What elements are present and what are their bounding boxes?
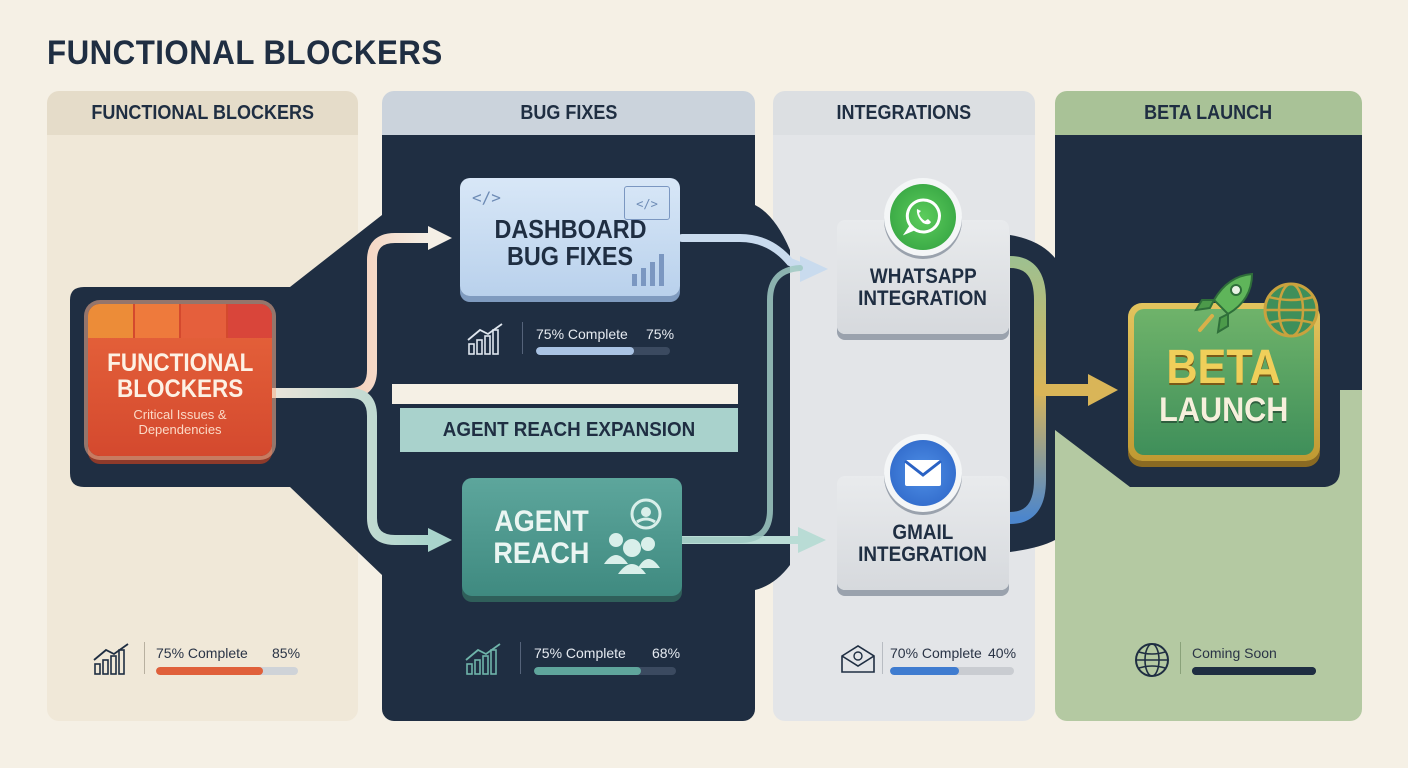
- agent-reach-banner: AGENT REACH EXPANSION: [442, 418, 696, 441]
- progress-blockers-label: 75% Complete: [156, 645, 248, 661]
- blockers-node[interactable]: FUNCTIONAL BLOCKERS Critical Issues & De…: [88, 304, 272, 456]
- progress-blockers-value: 85%: [272, 645, 301, 661]
- blockers-tab-strip: [88, 304, 272, 338]
- progress-integrations-fill: [890, 667, 960, 675]
- rocket-icon: [1194, 272, 1254, 334]
- whatsapp-icon: [884, 178, 962, 256]
- whatsapp-line1: WHATSAPP: [869, 265, 977, 288]
- blockers-sub-line1: Critical Issues &: [133, 406, 227, 422]
- progress-agent-reach-label: 75% Complete: [534, 645, 626, 661]
- code-icon: </>: [472, 188, 501, 207]
- progress-blockers-fill: [156, 667, 263, 675]
- dashboard-line1: DASHBOARD: [493, 214, 647, 244]
- blockers-sub-line2: Dependencies: [138, 421, 222, 437]
- globe-icon: [1135, 643, 1169, 677]
- progress-dashboard: 75% Complete 75%: [466, 320, 676, 360]
- column-header-integrations: INTEGRATIONS: [773, 91, 1035, 135]
- chart-up-icon: [465, 643, 501, 675]
- beta-line2: LAUNCH: [1159, 391, 1289, 430]
- column-header-blockers: FUNCTIONAL BLOCKERS: [47, 91, 358, 135]
- arrowhead-dashboard: [428, 226, 452, 250]
- agent-reach-node[interactable]: AGENT REACH: [462, 478, 682, 596]
- blockers-title-line1: FUNCTIONAL: [106, 349, 254, 377]
- progress-blockers: 75% Complete 85%: [92, 640, 302, 680]
- arrow-dashboard-to-whatsapp: [678, 234, 809, 272]
- progress-integrations-value: 40%: [988, 645, 1017, 661]
- page-title: FUNCTIONAL BLOCKERS: [47, 34, 443, 72]
- progress-dashboard-label: 75% Complete: [536, 326, 628, 342]
- chart-up-icon: [93, 643, 129, 675]
- blockers-title-line2: BLOCKERS: [116, 375, 244, 404]
- arrowhead-whatsapp: [800, 256, 828, 282]
- agent-reach-line1: AGENT: [493, 505, 589, 538]
- beta-line1: BETA: [1166, 341, 1282, 394]
- progress-integrations-label: 70% Complete: [890, 645, 982, 661]
- column-header-beta: BETA LAUNCH: [1055, 91, 1362, 135]
- users-icon: [604, 498, 662, 574]
- progress-agent-reach-value: 68%: [652, 645, 681, 661]
- progress-agent-reach: 75% Complete 68%: [464, 640, 681, 680]
- whatsapp-node[interactable]: WHATSAPP INTEGRATION: [837, 220, 1009, 334]
- column-header-bugfixes: BUG FIXES: [382, 91, 755, 135]
- progress-dashboard-value: 75%: [646, 326, 675, 342]
- mail-icon: [841, 645, 875, 673]
- arrowhead-agent: [428, 528, 452, 552]
- progress-beta-label: Coming Soon: [1192, 645, 1277, 661]
- dashboard-line2: BUG FIXES: [506, 241, 634, 272]
- whatsapp-line2: INTEGRATION: [858, 287, 988, 311]
- arrowhead-gmail: [798, 527, 826, 553]
- progress-beta: Coming Soon: [1134, 640, 1320, 680]
- mail-icon: [884, 434, 962, 512]
- agent-reach-line2: REACH: [492, 536, 589, 570]
- code-window-icon: </>: [624, 186, 670, 220]
- progress-integrations: 70% Complete 40%: [840, 640, 1016, 680]
- progress-beta-fill: [1192, 667, 1316, 675]
- arrow-blockers-to-agent: [267, 388, 435, 545]
- chart-up-icon: [467, 323, 503, 355]
- dashboard-node[interactable]: </> </> DASHBOARD BUG FIXES: [460, 178, 680, 296]
- progress-dashboard-fill: [536, 347, 634, 355]
- agent-reach-banner-bg: [400, 408, 738, 452]
- arrowhead-beta: [1088, 374, 1118, 406]
- gmail-line1: GMAIL: [892, 521, 954, 544]
- progress-agent-reach-fill: [534, 667, 641, 675]
- globe-icon: [1263, 282, 1319, 338]
- gmail-line2: INTEGRATION: [858, 543, 988, 567]
- arrow-agent-up-to-whatsapp: [679, 265, 803, 543]
- bar-chart-icon: [632, 254, 664, 286]
